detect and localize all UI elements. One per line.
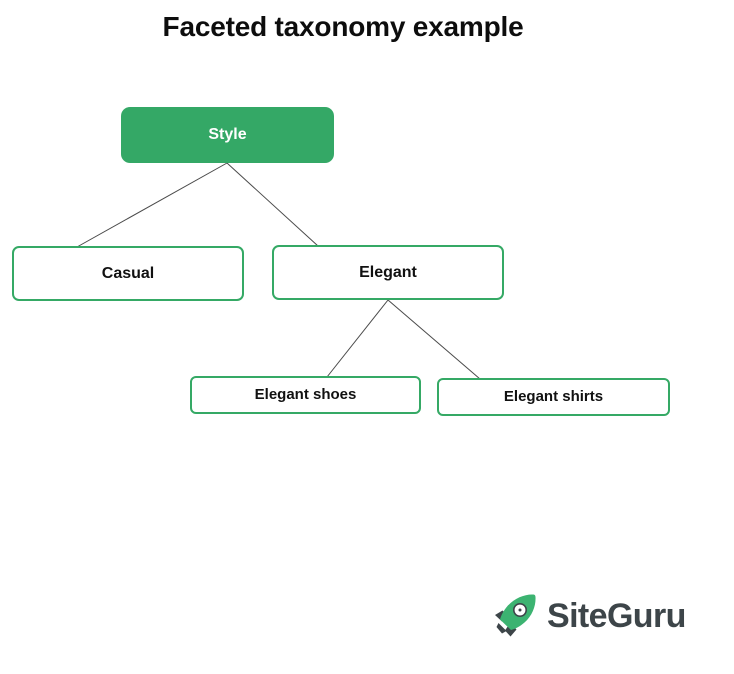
siteguru-wordmark: SiteGuru	[547, 597, 686, 635]
tree-node-style[interactable]: Style	[121, 107, 334, 163]
tree-node-elegant[interactable]: Elegant	[272, 245, 504, 300]
tree-node-casual[interactable]: Casual	[12, 246, 244, 301]
tree-node-elegant-shoes[interactable]: Elegant shoes	[190, 376, 421, 414]
tree-node-elegant-shoes-label: Elegant shoes	[254, 385, 357, 403]
tree-node-elegant-shirts-label: Elegant shirts	[503, 387, 604, 405]
edge-elegant-shoes	[326, 299, 389, 378]
tree-node-elegant-shirts[interactable]: Elegant shirts	[437, 378, 670, 416]
page-title: Faceted taxonomy example	[162, 11, 524, 42]
siteguru-logo: SiteGuru	[489, 588, 686, 644]
edge-elegant-shirts	[387, 299, 481, 380]
rocket-icon	[495, 594, 536, 637]
tree-node-style-label: Style	[208, 126, 247, 144]
edge-style-elegant	[226, 162, 319, 247]
tree-node-casual-label: Casual	[101, 264, 155, 282]
edge-style-casual	[76, 162, 228, 248]
tree-node-elegant-label: Elegant	[359, 263, 417, 281]
